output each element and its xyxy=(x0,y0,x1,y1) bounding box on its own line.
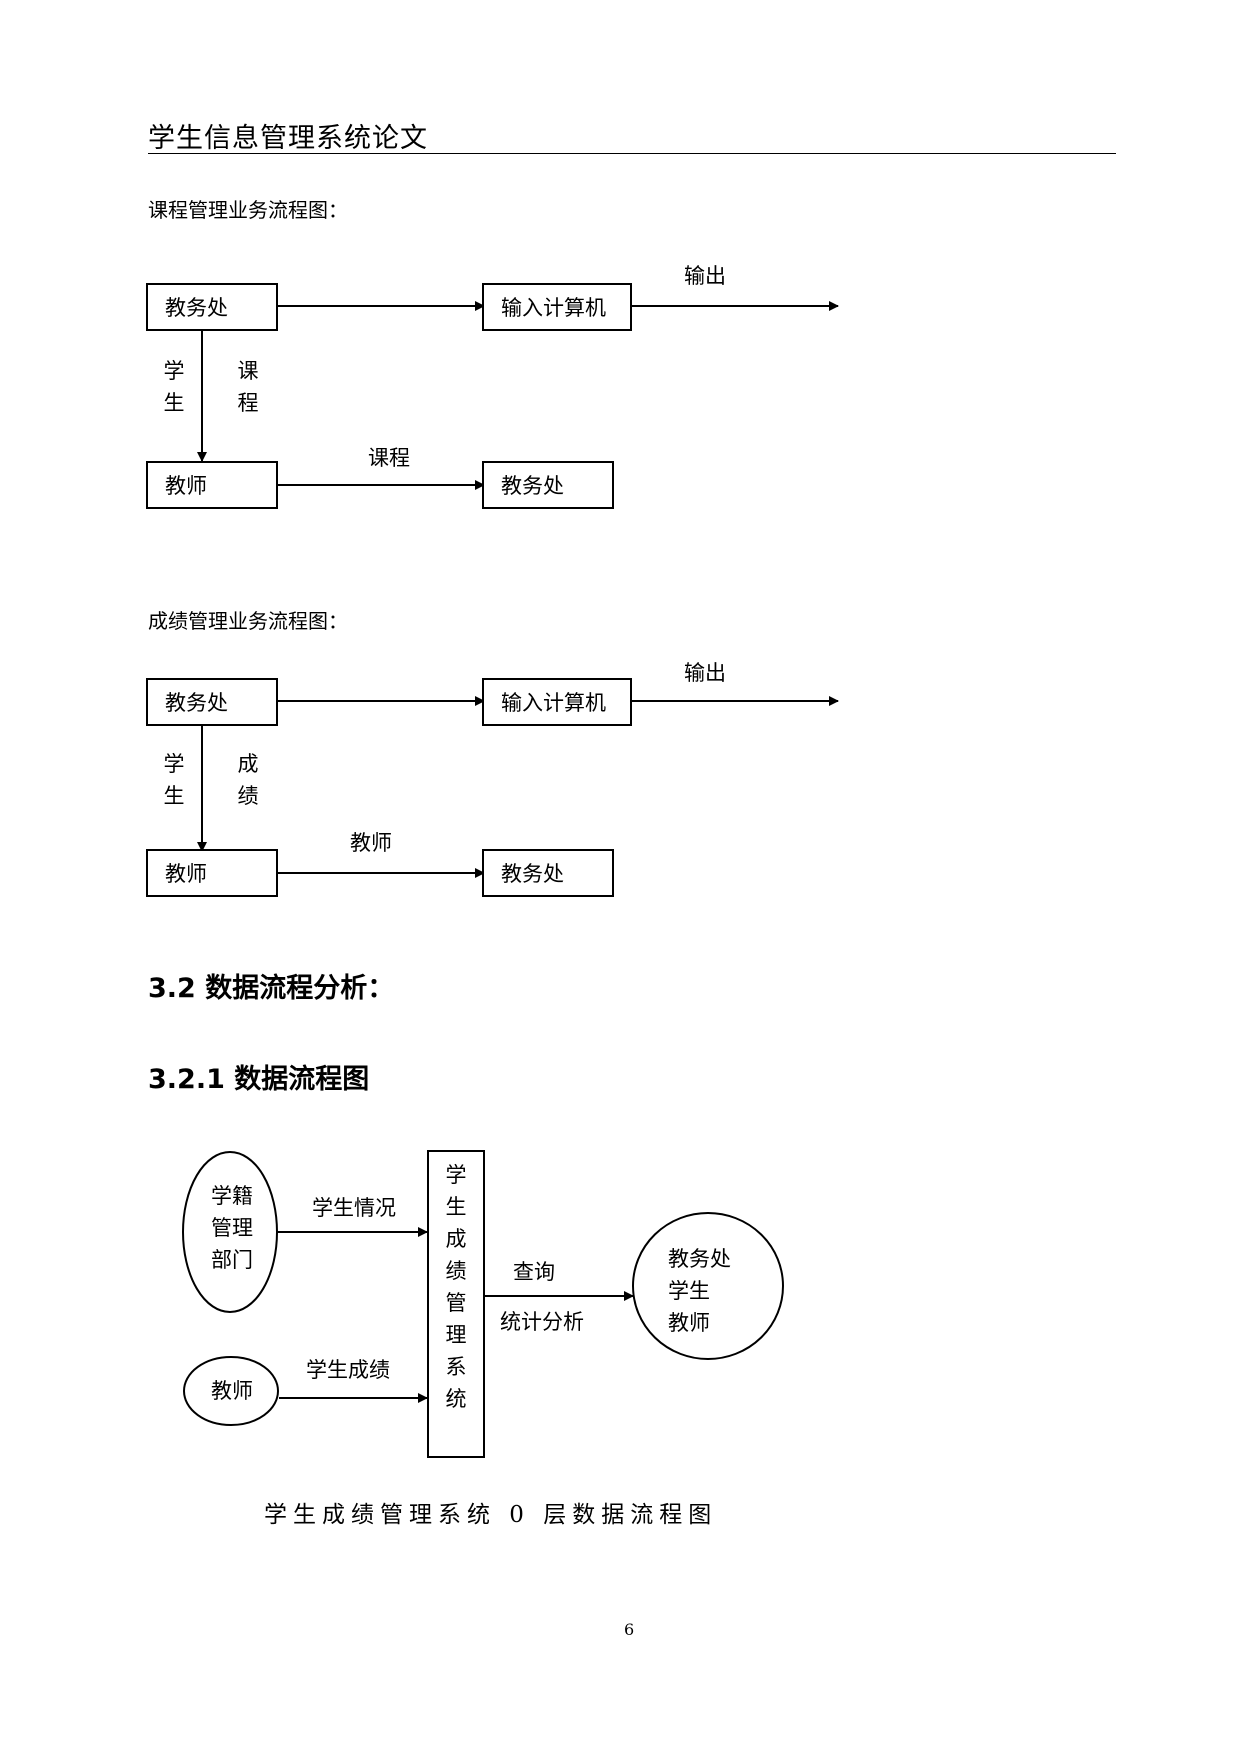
grade-output-label: 输出 xyxy=(684,661,726,685)
registry-ellipse-label: 学籍 管理 部门 xyxy=(211,1180,253,1276)
page-number: 6 xyxy=(624,1620,635,1639)
teacher-ellipse-label: 教师 xyxy=(211,1379,253,1403)
system-char: 生 xyxy=(445,1195,467,1219)
flow-stats-label: 统计分析 xyxy=(500,1310,584,1334)
page-header-title: 学生信息管理系统论文 xyxy=(148,123,428,154)
course-box-office-top: 教务处 xyxy=(146,283,278,331)
vertical-char: 生 xyxy=(163,391,185,415)
flow-student-info-label: 学生情况 xyxy=(312,1196,396,1220)
vertical-char: 学 xyxy=(163,359,185,383)
course-arrow-label: 课程 xyxy=(368,446,410,470)
grade-box-office-top: 教务处 xyxy=(146,678,278,726)
system-char: 成 xyxy=(445,1227,467,1251)
vertical-char: 课 xyxy=(237,359,259,383)
course-vertical-right: 课 程 xyxy=(236,355,260,419)
grade-flow-caption: 成绩管理业务流程图： xyxy=(148,609,348,633)
system-char: 系 xyxy=(445,1355,467,1379)
grade-box-input: 输入计算机 xyxy=(482,678,632,726)
section-heading: 3.2 数据流程分析： xyxy=(148,973,395,1004)
teacher-ellipse xyxy=(183,1356,279,1426)
users-circle-label: 教务处 学生 教师 xyxy=(668,1243,731,1339)
vertical-char: 学 xyxy=(163,752,185,776)
registry-ellipse xyxy=(182,1151,278,1313)
vertical-char: 绩 xyxy=(237,784,259,808)
vertical-char: 生 xyxy=(163,784,185,808)
system-box xyxy=(427,1150,485,1458)
flow-query-label: 查询 xyxy=(513,1260,555,1284)
grade-box-teacher: 教师 xyxy=(146,849,278,897)
course-vertical-left: 学 生 xyxy=(162,355,186,419)
vertical-char: 程 xyxy=(237,391,259,415)
registry-label-line: 学籍 xyxy=(211,1184,253,1208)
users-label-line: 教师 xyxy=(668,1311,710,1335)
users-circle xyxy=(632,1212,784,1360)
users-label-line: 教务处 xyxy=(668,1247,731,1271)
course-output-label: 输出 xyxy=(684,264,726,288)
course-box-teacher: 教师 xyxy=(146,461,278,509)
dfd-caption: 学生成绩管理系统 0 层数据流程图 xyxy=(264,1502,718,1528)
system-char: 理 xyxy=(445,1323,467,1347)
registry-label-line: 部门 xyxy=(211,1248,253,1272)
flow-grades-label: 学生成绩 xyxy=(306,1358,390,1382)
grade-box-office-bottom: 教务处 xyxy=(482,849,614,897)
users-label-line: 学生 xyxy=(668,1279,710,1303)
course-flow-caption: 课程管理业务流程图： xyxy=(148,198,348,222)
system-char: 管 xyxy=(445,1291,467,1315)
system-char: 学 xyxy=(445,1163,467,1187)
grade-vertical-left: 学 生 xyxy=(162,748,186,812)
course-box-input: 输入计算机 xyxy=(482,283,632,331)
system-box-label: 学 生 成 绩 管 理 系 统 xyxy=(444,1159,468,1415)
header-rule xyxy=(148,153,1116,154)
registry-label-line: 管理 xyxy=(211,1216,253,1240)
grade-arrow-label: 教师 xyxy=(350,831,392,855)
subsection-heading: 3.2.1 数据流程图 xyxy=(148,1064,370,1095)
vertical-char: 成 xyxy=(237,752,259,776)
course-box-office-bottom: 教务处 xyxy=(482,461,614,509)
system-char: 统 xyxy=(445,1387,467,1411)
system-char: 绩 xyxy=(445,1259,467,1283)
grade-vertical-right: 成 绩 xyxy=(236,748,260,812)
